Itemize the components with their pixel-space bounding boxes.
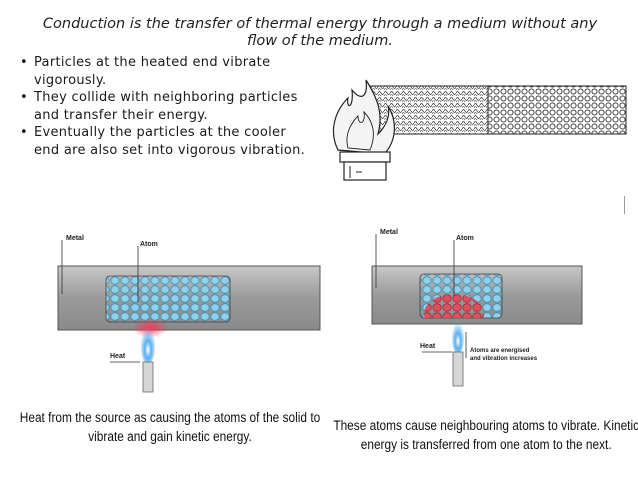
bullet-list: Particles at the heated end vibrate vigo… (18, 54, 308, 159)
atom-lattice (105, 275, 231, 323)
divider-mark (624, 196, 625, 214)
metal-label: Metal (380, 229, 398, 236)
heat-label: Heat (110, 353, 126, 360)
heat-glow (132, 318, 168, 338)
metal-label: Metal (66, 235, 84, 242)
bullet-item: They collide with neighboring particles … (18, 89, 308, 124)
flame-icon (452, 322, 464, 354)
page-title: Conduction is the transfer of thermal en… (42, 16, 598, 49)
burner-nozzle (142, 361, 154, 393)
left-caption: Heat from the source as causing the atom… (19, 410, 321, 444)
bullet-item: Eventually the particles at the cooler e… (18, 124, 308, 159)
rod-cool-section (487, 85, 627, 135)
energised-label: and vibration increases (470, 356, 538, 362)
bullet-item: Particles at the heated end vibrate vigo… (18, 54, 308, 89)
energised-label: Atoms are energised (470, 348, 530, 354)
right-diagram: Metal Atom Heat Atoms are energised and … (371, 229, 583, 387)
burner-icon (339, 151, 391, 181)
atom-label: Atom (140, 241, 158, 248)
flame-icon (141, 328, 155, 364)
heat-label: Heat (420, 343, 436, 350)
burner-nozzle (452, 351, 464, 387)
heated-rod-figure (333, 79, 627, 181)
flame-icon (333, 79, 395, 155)
right-caption: These atoms cause neighbouring atoms to … (333, 418, 638, 452)
atom-label: Atom (456, 235, 474, 242)
left-diagram: Metal Atom Heat (57, 235, 321, 393)
